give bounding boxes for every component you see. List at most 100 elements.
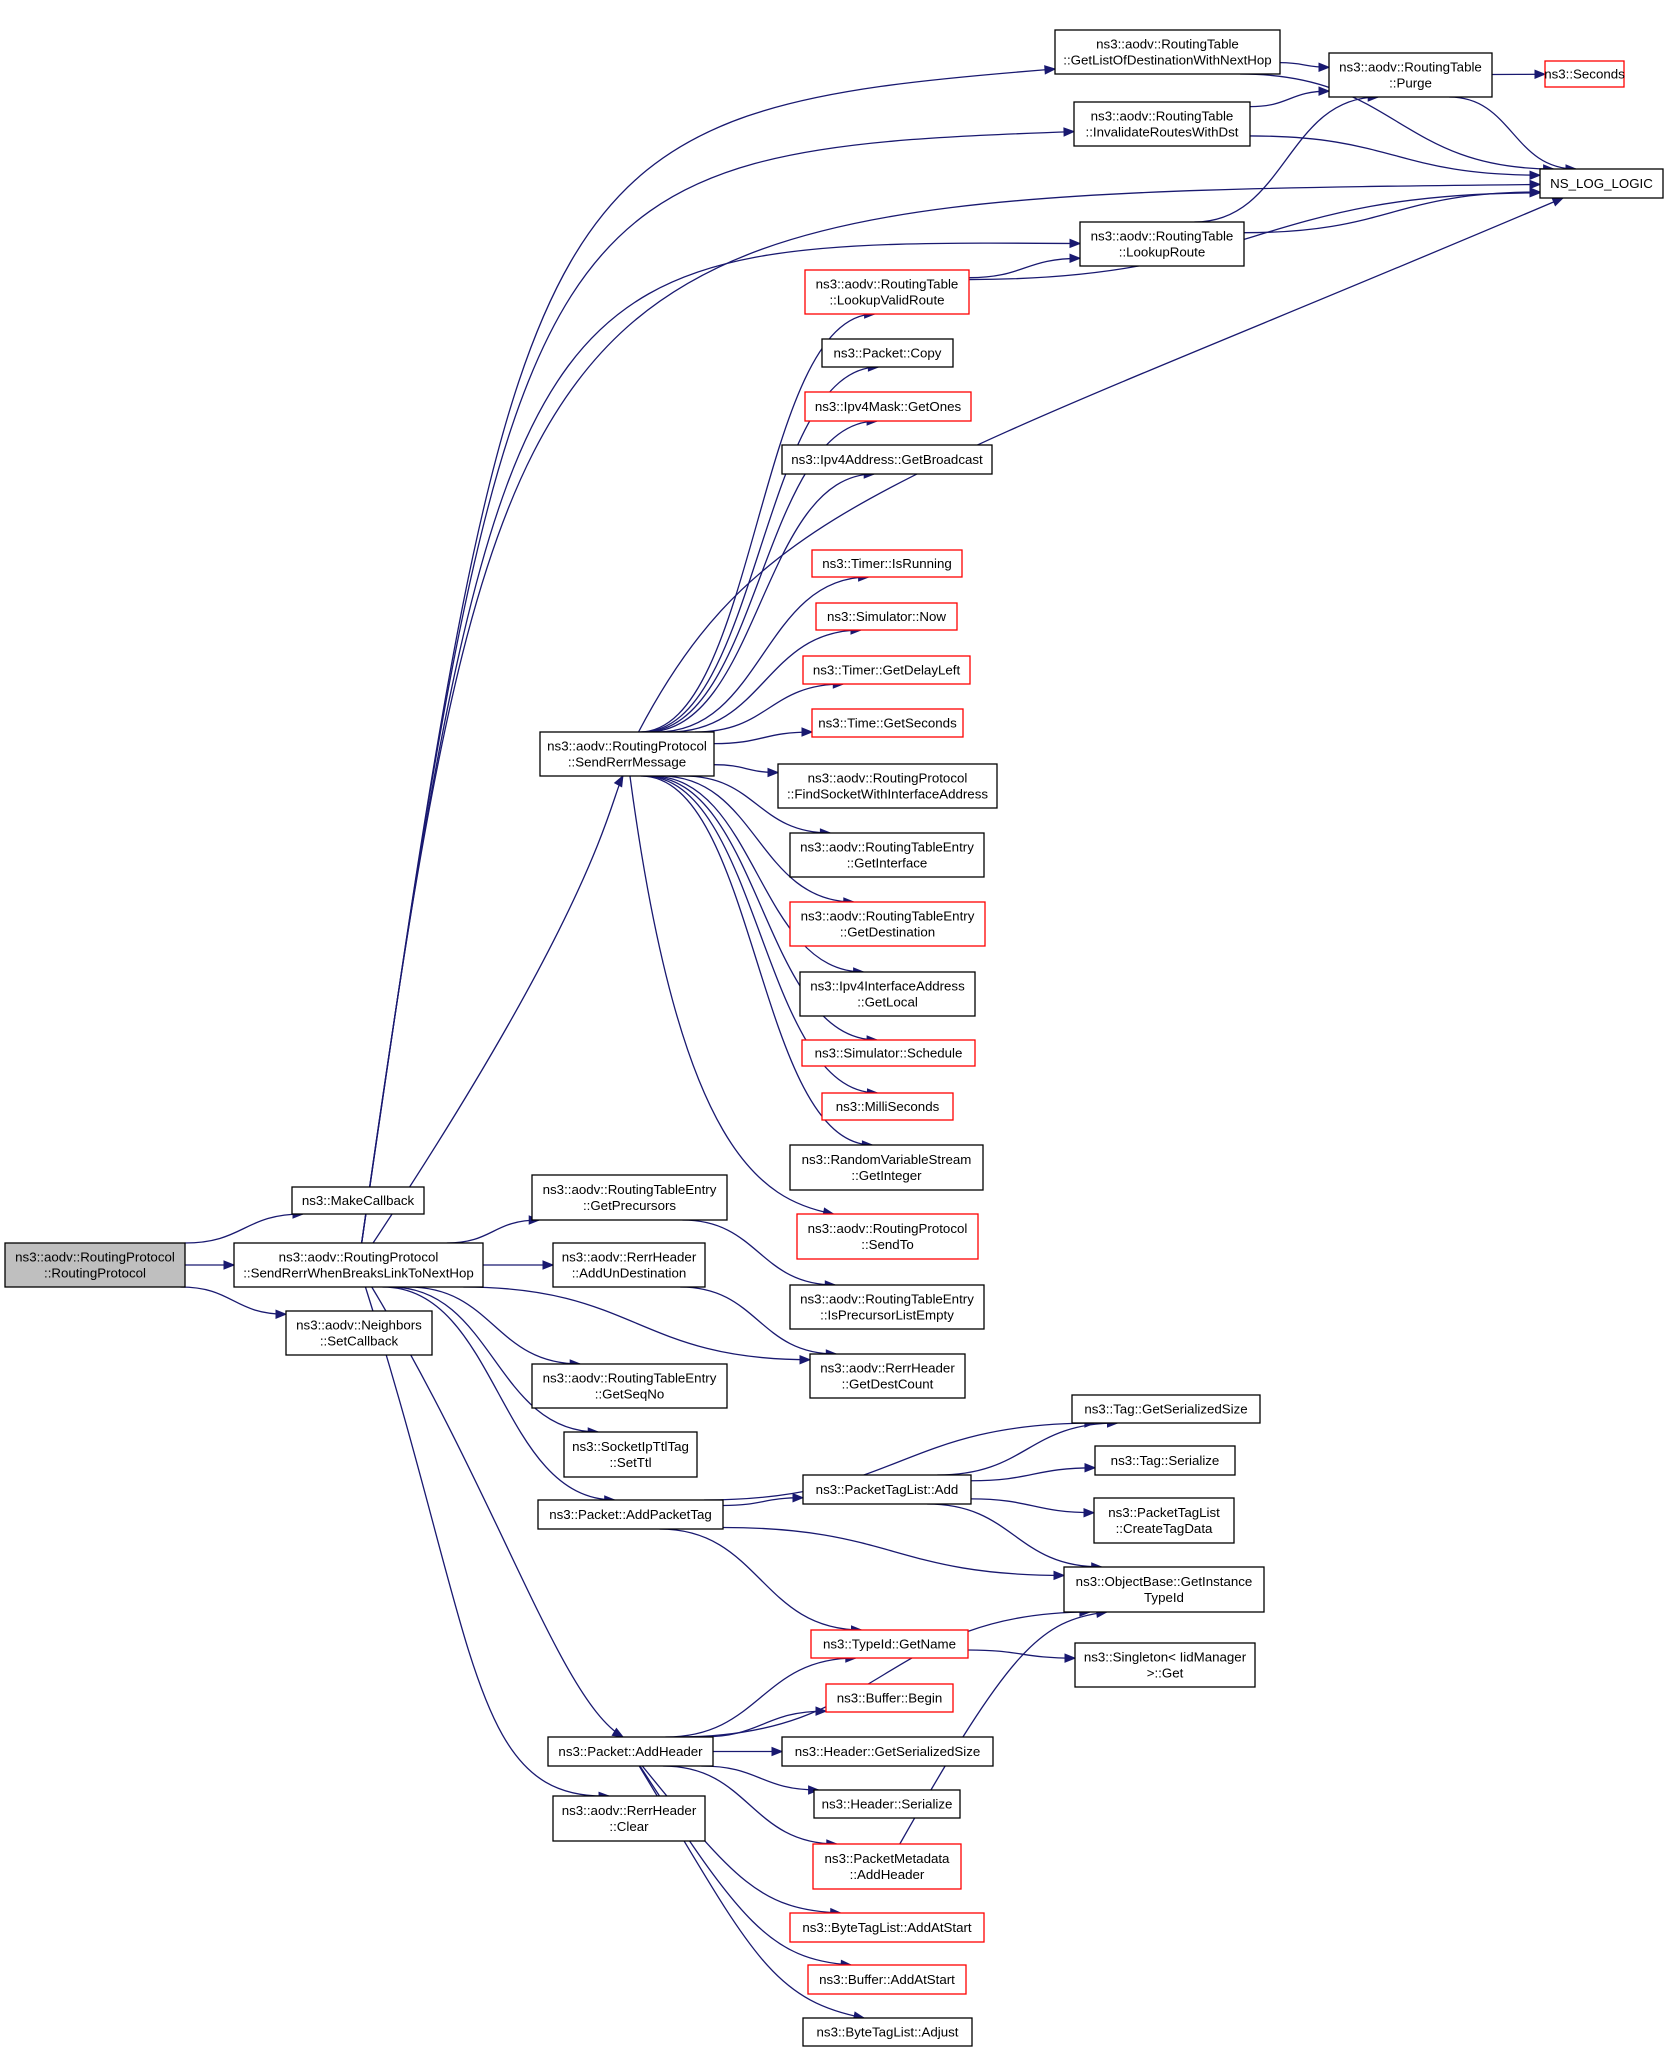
node-bytetag_adjust[interactable]: ns3::ByteTagList::Adjust — [802, 2017, 973, 2047]
node-rt_purge[interactable]: ns3::aodv::RoutingTable::Purge — [1328, 52, 1493, 98]
node-send_rerr_breaks[interactable]: ns3::aodv::RoutingProtocol::SendRerrWhen… — [233, 1242, 484, 1288]
arrowhead-icon — [815, 1706, 828, 1716]
node-packet_addpackettag[interactable]: ns3::Packet::AddPacketTag — [537, 1499, 724, 1530]
node-label-line: ns3::Packet::Copy — [834, 346, 942, 361]
arrowhead-icon — [1551, 197, 1565, 207]
node-ipv4ifaddr_getlocal[interactable]: ns3::Ipv4InterfaceAddress::GetLocal — [799, 971, 976, 1017]
node-rte_getprecursors[interactable]: ns3::aodv::RoutingTableEntry::GetPrecurs… — [531, 1174, 728, 1221]
node-bytetag_addatstart[interactable]: ns3::ByteTagList::AddAtStart — [789, 1912, 985, 1943]
node-box — [802, 655, 971, 685]
node-box — [547, 1736, 714, 1767]
node-rerr_addundest[interactable]: ns3::aodv::RerrHeader::AddUnDestination — [552, 1242, 706, 1288]
node-label-line: ns3::Header::GetSerializedSize — [795, 1744, 981, 1759]
node-timer_getdelay[interactable]: ns3::Timer::GetDelayLeft — [802, 655, 971, 685]
node-rp_sendto[interactable]: ns3::aodv::RoutingProtocol::SendTo — [796, 1213, 979, 1260]
node-box — [801, 1039, 976, 1067]
node-typeid_getname[interactable]: ns3::TypeId::GetName — [810, 1629, 969, 1659]
node-box — [1054, 29, 1281, 75]
node-send_rerr_msg[interactable]: ns3::aodv::RoutingProtocol::SendRerrMess… — [539, 731, 715, 777]
node-timer_isrunning[interactable]: ns3::Timer::IsRunning — [811, 549, 963, 578]
node-rt_getlist[interactable]: ns3::aodv::RoutingTable::GetListOfDestin… — [1054, 29, 1281, 75]
node-rerr_clear[interactable]: ns3::aodv::RerrHeader::Clear — [552, 1795, 706, 1842]
node-label-line: ns3::Tag::GetSerializedSize — [1084, 1402, 1247, 1417]
node-find_socket[interactable]: ns3::aodv::RoutingProtocol::FindSocketWi… — [777, 763, 998, 809]
node-rt_lookup[interactable]: ns3::aodv::RoutingTable::LookupRoute — [1079, 221, 1245, 267]
edge-line — [657, 576, 869, 733]
node-seconds[interactable]: ns3::Seconds — [1544, 60, 1625, 88]
node-pktmeta_addheader[interactable]: ns3::PacketMetadata::AddHeader — [812, 1843, 962, 1890]
node-packet_addheader[interactable]: ns3::Packet::AddHeader — [547, 1736, 714, 1767]
node-box — [802, 2017, 973, 2047]
node-box — [291, 1186, 425, 1215]
node-label-line: ns3::aodv::RoutingTable — [1339, 60, 1482, 75]
node-rp_ctor[interactable]: ns3::aodv::RoutingProtocol::RoutingProto… — [4, 1242, 186, 1288]
node-rte_isprecursorempty[interactable]: ns3::aodv::RoutingTableEntry::IsPrecurso… — [789, 1284, 985, 1330]
node-rerr_getdestcount[interactable]: ns3::aodv::RerrHeader::GetDestCount — [809, 1353, 966, 1399]
node-ipv4addr_getbcast[interactable]: ns3::Ipv4Address::GetBroadcast — [781, 444, 993, 475]
node-rte_getdest[interactable]: ns3::aodv::RoutingTableEntry::GetDestina… — [789, 901, 986, 947]
node-packet_copy[interactable]: ns3::Packet::Copy — [821, 338, 954, 368]
node-header_getserialsize[interactable]: ns3::Header::GetSerializedSize — [781, 1736, 994, 1767]
node-rte_getinterface[interactable]: ns3::aodv::RoutingTableEntry::GetInterfa… — [789, 832, 985, 878]
edge-line — [184, 1213, 303, 1244]
edge-rp_ctor-to-send_rerr_breaks — [185, 1260, 236, 1270]
node-make_callback[interactable]: ns3::MakeCallback — [291, 1186, 425, 1215]
node-ipv4mask_getones[interactable]: ns3::Ipv4Mask::GetOnes — [804, 391, 972, 422]
node-label-line: ns3::aodv::RoutingProtocol — [279, 1250, 439, 1265]
node-milliseconds[interactable]: ns3::MilliSeconds — [821, 1092, 954, 1121]
node-sim_schedule[interactable]: ns3::Simulator::Schedule — [801, 1039, 976, 1067]
node-packettaglist_add[interactable]: ns3::PacketTagList::Add — [802, 1474, 972, 1505]
edge-line — [968, 192, 1541, 281]
node-ns_log_logic[interactable]: NS_LOG_LOGIC — [1539, 168, 1664, 199]
node-box — [781, 444, 993, 475]
node-label-line: ::GetInteger — [851, 1168, 922, 1183]
node-sim_now[interactable]: ns3::Simulator::Now — [815, 602, 958, 631]
node-label-line: ns3::RandomVariableStream — [802, 1152, 972, 1167]
node-label-line: ::LookupValidRoute — [829, 293, 944, 308]
node-label-line: ::Clear — [609, 1819, 649, 1834]
node-box — [802, 1474, 972, 1505]
node-box — [799, 971, 976, 1017]
node-label-line: ns3::Ipv4InterfaceAddress — [810, 979, 965, 994]
edge-line — [361, 242, 1081, 1244]
arrowhead-icon — [1083, 1507, 1096, 1518]
edge-line — [967, 1649, 1076, 1659]
node-packettaglist_create[interactable]: ns3::PacketTagList::CreateTagData — [1093, 1497, 1235, 1544]
arrowhead-icon — [801, 727, 814, 737]
node-neighbors_setcb[interactable]: ns3::aodv::Neighbors::SetCallback — [285, 1310, 433, 1356]
edge-line — [629, 775, 834, 1215]
node-label-line: ns3::Timer::GetDelayLeft — [813, 663, 961, 678]
node-label-line: ns3::aodv::RoutingTable — [1091, 109, 1234, 124]
edge-line — [463, 1286, 811, 1361]
edge-line — [382, 1286, 615, 1501]
node-rte_getseqno[interactable]: ns3::aodv::RoutingTableEntry::GetSeqNo — [531, 1363, 728, 1409]
edge-line — [1194, 96, 1379, 223]
node-box — [1073, 101, 1251, 147]
node-socketipttl_setttl[interactable]: ns3::SocketIpTtlTag::SetTtl — [563, 1431, 698, 1478]
node-label-line: ns3::aodv::RoutingTableEntry — [800, 840, 974, 855]
node-time_getseconds[interactable]: ns3::Time::GetSeconds — [811, 708, 964, 738]
edge-line — [659, 1528, 862, 1631]
edge-line — [1449, 96, 1576, 170]
node-box — [825, 1683, 954, 1713]
node-buffer_addatstart[interactable]: ns3::Buffer::AddAtStart — [807, 1964, 967, 1995]
node-rt_lookupvalid[interactable]: ns3::aodv::RoutingTable::LookupValidRout… — [804, 269, 970, 315]
edge-packettaglist_add-to-objectbase_getinst — [927, 1503, 1104, 1572]
node-box — [1094, 1445, 1236, 1476]
edge-send_rerr_msg-to-ns_log_logic — [637, 197, 1565, 733]
node-label-line: ns3::TypeId::GetName — [823, 1637, 956, 1652]
node-tag_getserialsize[interactable]: ns3::Tag::GetSerializedSize — [1071, 1394, 1261, 1424]
node-tag_serialize[interactable]: ns3::Tag::Serialize — [1094, 1445, 1236, 1476]
arrowhead-icon — [1318, 86, 1331, 96]
node-label-line: ::GetDestination — [840, 925, 935, 940]
edge-line — [1240, 73, 1554, 170]
node-label-line: ns3::Tag::Serialize — [1111, 1453, 1220, 1468]
node-rvs_getinteger[interactable]: ns3::RandomVariableStream::GetInteger — [789, 1144, 984, 1191]
node-singleton_get[interactable]: ns3::Singleton< IidManager>::Get — [1074, 1642, 1256, 1688]
node-buffer_begin[interactable]: ns3::Buffer::Begin — [825, 1683, 954, 1713]
node-rt_invalidate[interactable]: ns3::aodv::RoutingTable::InvalidateRoute… — [1073, 101, 1251, 147]
node-label-line: ns3::Ipv4Mask::GetOnes — [815, 399, 962, 414]
arrowhead-icon — [1534, 69, 1547, 79]
node-header_serialize[interactable]: ns3::Header::Serialize — [813, 1789, 961, 1819]
